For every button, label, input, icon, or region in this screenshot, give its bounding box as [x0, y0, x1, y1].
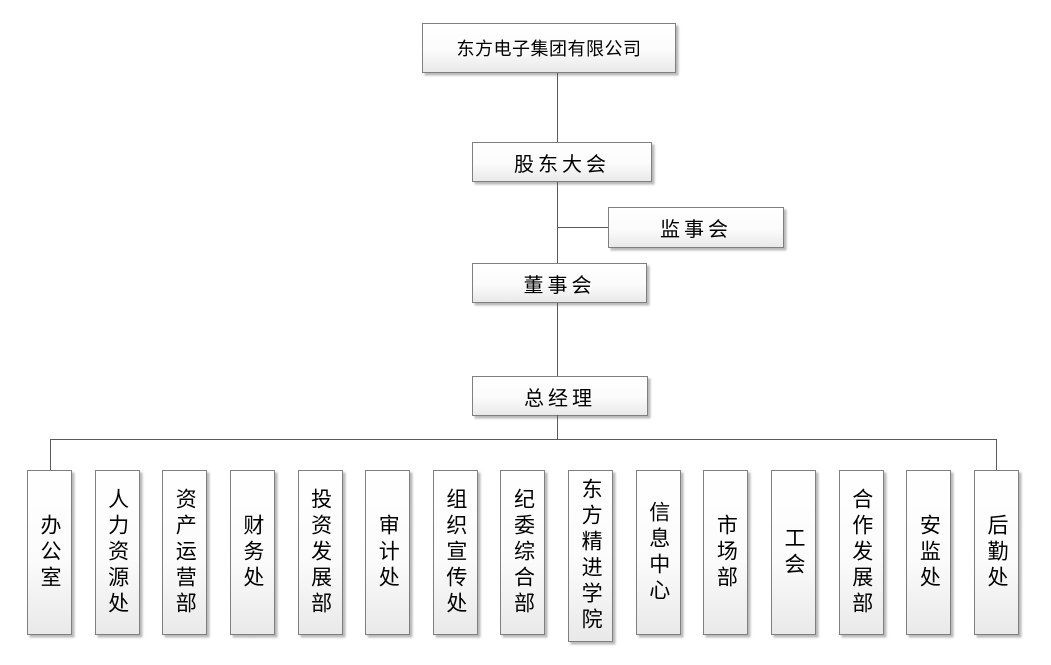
- dept-finance: 财务处: [229, 470, 275, 635]
- connector-board-to-gm: [557, 303, 558, 376]
- dept-label: 市场部: [714, 513, 739, 592]
- dept-investment-development: 投资发展部: [297, 470, 343, 635]
- dept-label: 纪委综合部: [511, 487, 536, 618]
- dept-label: 资产运营部: [173, 487, 198, 618]
- supervisory-board-box: 监事会: [608, 207, 784, 248]
- dept-labor-union: 工会: [771, 470, 817, 635]
- dept-office: 办公室: [27, 470, 72, 635]
- dept-label: 组织宣传处: [443, 487, 468, 618]
- connector-gm-to-bus: [557, 415, 558, 439]
- dept-label: 信息中心: [646, 500, 671, 605]
- dept-label: 办公室: [38, 513, 62, 592]
- dept-cooperation-development: 合作发展部: [838, 470, 884, 635]
- shareholders-meeting-box: 股东大会: [472, 142, 652, 182]
- dept-label: 财务处: [240, 513, 265, 592]
- company-root-box: 东方电子集团有限公司: [422, 23, 676, 73]
- connector-bus-drop-right: [996, 439, 997, 470]
- connector-bus-drop-left: [50, 439, 51, 470]
- connector-departments-bus: [50, 439, 997, 440]
- dept-audit: 审计处: [365, 470, 411, 635]
- connector-shareholders-to-board: [557, 182, 558, 263]
- departments-row: 办公室 人力资源处 资产运营部 财务处 投资发展部 审计处 组织宣传处 纪委综合…: [27, 470, 1019, 645]
- dept-logistics: 后勤处: [973, 470, 1019, 635]
- dept-label: 后勤处: [984, 513, 1009, 592]
- dept-discipline-inspection: 纪委综合部: [500, 470, 546, 635]
- dept-label: 投资发展部: [308, 487, 333, 618]
- dept-marketing: 市场部: [703, 470, 749, 635]
- general-manager-box: 总经理: [472, 376, 648, 416]
- connector-root-to-shareholders: [557, 73, 558, 142]
- dept-label: 人力资源处: [105, 487, 130, 618]
- dept-human-resources: 人力资源处: [94, 470, 140, 635]
- dept-asset-operations: 资产运营部: [162, 470, 208, 635]
- dept-label: 审计处: [376, 513, 401, 592]
- dept-organization-publicity: 组织宣传处: [432, 470, 478, 635]
- dept-dongfang-jingjin-academy: 东方精进学院: [568, 470, 614, 642]
- board-of-directors-box: 董事会: [472, 263, 647, 303]
- dept-label: 东方精进学院: [579, 478, 604, 634]
- connector-branch-to-supervisory: [557, 227, 608, 228]
- dept-information-center: 信息中心: [635, 470, 681, 635]
- dept-safety-supervision: 安监处: [906, 470, 952, 635]
- dept-label: 安监处: [917, 513, 942, 592]
- dept-label: 合作发展部: [849, 487, 874, 618]
- dept-label: 工会: [782, 526, 807, 579]
